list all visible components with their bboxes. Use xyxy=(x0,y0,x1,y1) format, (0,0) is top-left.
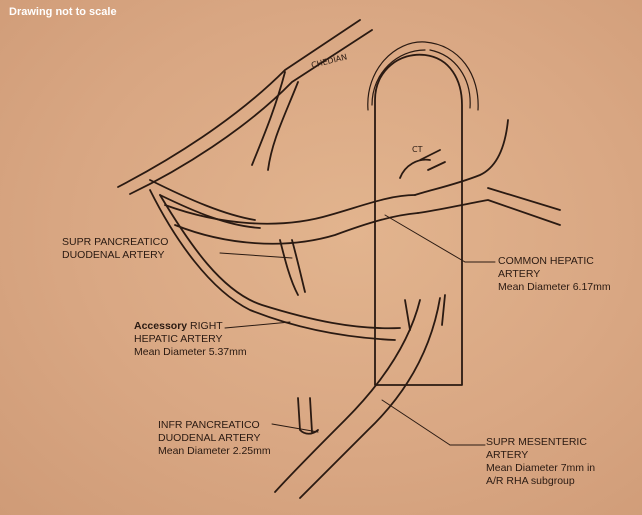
leader-sma-1 xyxy=(382,400,450,445)
common-hepatic-trunk xyxy=(165,195,418,244)
label-supr-pancreatico-duodenal: SUPR PANCREATICO DUODENAL ARTERY xyxy=(62,236,168,262)
celiac-origin xyxy=(400,150,445,178)
label-superior-mesenteric: SUPR MESENTERIC ARTERY Mean Diameter 7mm… xyxy=(486,436,595,488)
label-accessory-rha: Accessory RIGHT HEPATIC ARTERY Mean Diam… xyxy=(134,320,247,359)
scale-note: Drawing not to scale xyxy=(9,6,117,18)
left-hepatic-branch xyxy=(118,20,372,194)
sma-vessel xyxy=(275,298,440,498)
median-branch xyxy=(252,72,298,170)
label-infr-pancreatico-duodenal: INFR PANCREATICO DUODENAL ARTERY Mean Di… xyxy=(158,419,271,458)
aorta xyxy=(375,55,462,385)
label-common-hepatic: COMMON HEPATIC ARTERY Mean Diameter 6.17… xyxy=(498,255,611,294)
supr-pd-branch xyxy=(280,240,305,295)
celiac-branches xyxy=(415,120,560,225)
leader-common-hepatic-1 xyxy=(385,215,465,262)
infr-pd-branch xyxy=(298,398,318,434)
leader-supr-pd xyxy=(220,253,292,258)
ct-handwritten: CT xyxy=(412,145,423,154)
median-handwritten: CHEDIAN xyxy=(310,52,348,70)
